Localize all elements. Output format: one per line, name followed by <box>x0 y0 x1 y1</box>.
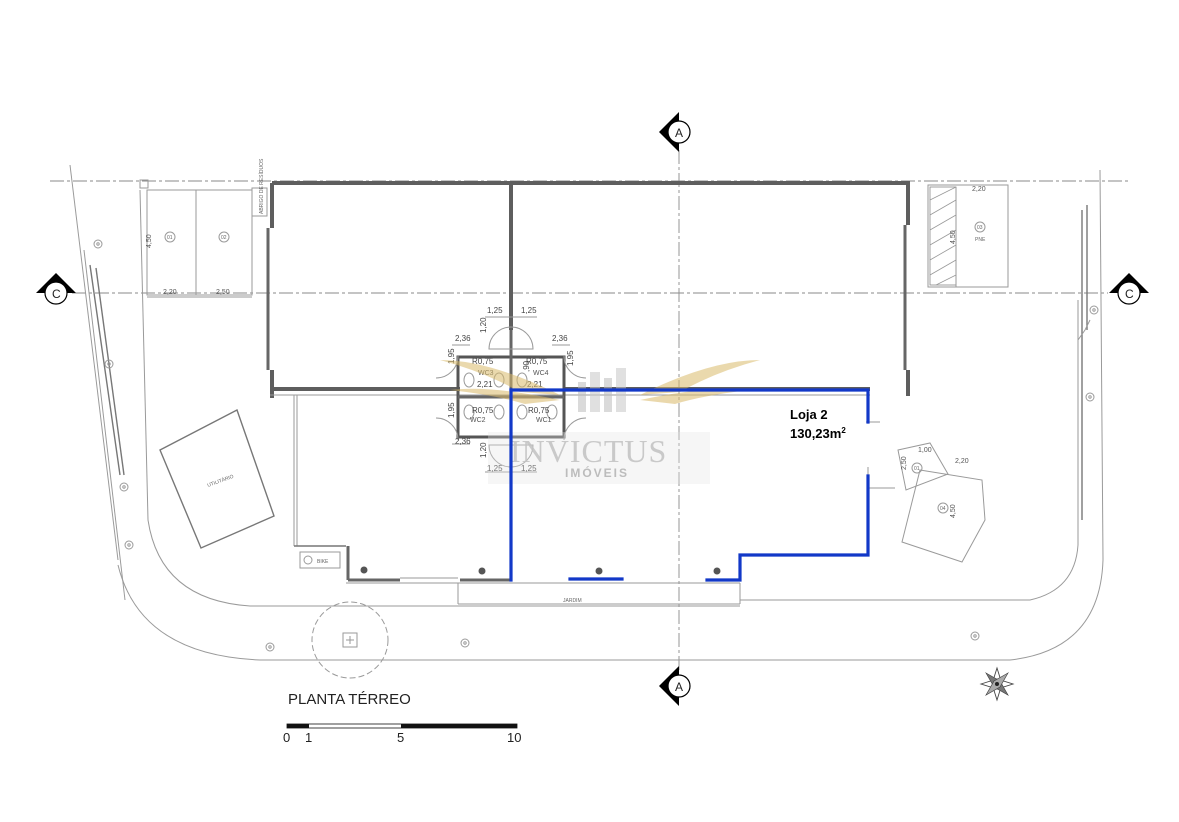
parking-right <box>927 184 1009 288</box>
section-marker-c-left <box>36 273 76 305</box>
scale-label-0: 0 <box>283 730 290 745</box>
site-boundary <box>69 164 1104 661</box>
radius-wc2: R0,75 <box>526 357 548 366</box>
dim-195-right: 1,95 <box>566 350 575 366</box>
tree-symbol <box>311 601 389 679</box>
section-label-c-right: C <box>1125 287 1134 301</box>
dim-125-bot-right: 1,25 <box>521 464 537 473</box>
dim-220-left: 2,20 <box>163 289 177 296</box>
parking-number-1: 01 <box>167 235 173 241</box>
columns <box>360 566 721 575</box>
room-wc2: WC2 <box>470 417 486 424</box>
unit-area: 130,23m2 <box>790 426 846 441</box>
utility-label: UTILITÁRIO <box>206 473 234 489</box>
unit-outline-loja-2 <box>509 388 870 582</box>
watermark-logo <box>440 360 760 484</box>
dim-125-top-left: 1,25 <box>487 306 503 315</box>
room-wc1: WC1 <box>536 417 552 424</box>
room-wc4: WC4 <box>533 370 549 377</box>
parking-rotated <box>867 442 986 563</box>
section-label-a-top: A <box>675 126 683 140</box>
dim-195-left: 1,95 <box>447 348 456 364</box>
dim-100: 1,00 <box>918 447 932 454</box>
parking-number-5: 04 <box>940 506 946 512</box>
parking-number-3: 03 <box>977 225 983 231</box>
parking-number-4: 01 <box>914 466 920 472</box>
watermark-brand: INVICTUS <box>510 433 667 469</box>
bike-label: BIKE <box>317 559 329 565</box>
section-label-c-left: C <box>52 287 61 301</box>
dim-236-top-right: 2,36 <box>552 334 568 343</box>
dim-220-right: 2,20 <box>972 186 986 193</box>
dim-236-top-left: 2,36 <box>455 334 471 343</box>
north-arrow-icon <box>979 666 1015 702</box>
light-posts <box>93 239 1099 652</box>
unit-name: Loja 2 <box>790 407 828 422</box>
parking-number-2: 02 <box>221 235 227 241</box>
dim-250-left: 2,50 <box>216 289 230 296</box>
radius-wc4: R0,75 <box>528 406 550 415</box>
dim-450-left: 4,50 <box>146 234 153 248</box>
parking-left <box>139 179 268 298</box>
dim-120-top: 1,20 <box>479 317 488 333</box>
radius-wc3: R0,75 <box>472 406 494 415</box>
section-label-a-bottom: A <box>675 680 683 694</box>
dim-090: ,90 <box>522 360 531 372</box>
dim-236-bottom: 2,36 <box>455 437 471 446</box>
waste-shelter-label: ABRIGO DE RESÍDUOS <box>258 158 265 214</box>
dim-120-bottom: 1,20 <box>479 442 488 458</box>
scale-bar <box>286 723 518 729</box>
dim-125-bot-left: 1,25 <box>487 464 503 473</box>
section-marker-a-bottom <box>659 666 691 706</box>
bike-rack <box>299 551 341 569</box>
unit-area-sup: 2 <box>841 426 846 435</box>
utility-building <box>159 409 275 549</box>
scale-label-1: 1 <box>305 730 312 745</box>
pne-label: PNE <box>975 237 986 243</box>
radius-wc1: R0,75 <box>472 357 494 366</box>
section-marker-a-top <box>659 112 691 152</box>
building-walls <box>266 181 910 605</box>
dim-221-left: 2,21 <box>477 380 493 389</box>
dim-450-rot: 4,50 <box>950 504 957 518</box>
dim-220-rot: 2,20 <box>955 458 969 465</box>
scale-label-5: 5 <box>397 730 404 745</box>
dim-195-lower: 1,95 <box>447 402 456 418</box>
dim-250-rot: 2,50 <box>901 456 908 470</box>
watermark-sub: IMÓVEIS <box>565 465 629 480</box>
section-marker-c-right <box>1109 273 1149 305</box>
garden-label: JARDIM <box>563 598 582 604</box>
drawing-title: PLANTA TÉRREO <box>288 691 411 708</box>
dim-125-top-right: 1,25 <box>521 306 537 315</box>
dim-450-right: 4,50 <box>950 230 957 244</box>
scale-label-10: 10 <box>507 730 521 745</box>
